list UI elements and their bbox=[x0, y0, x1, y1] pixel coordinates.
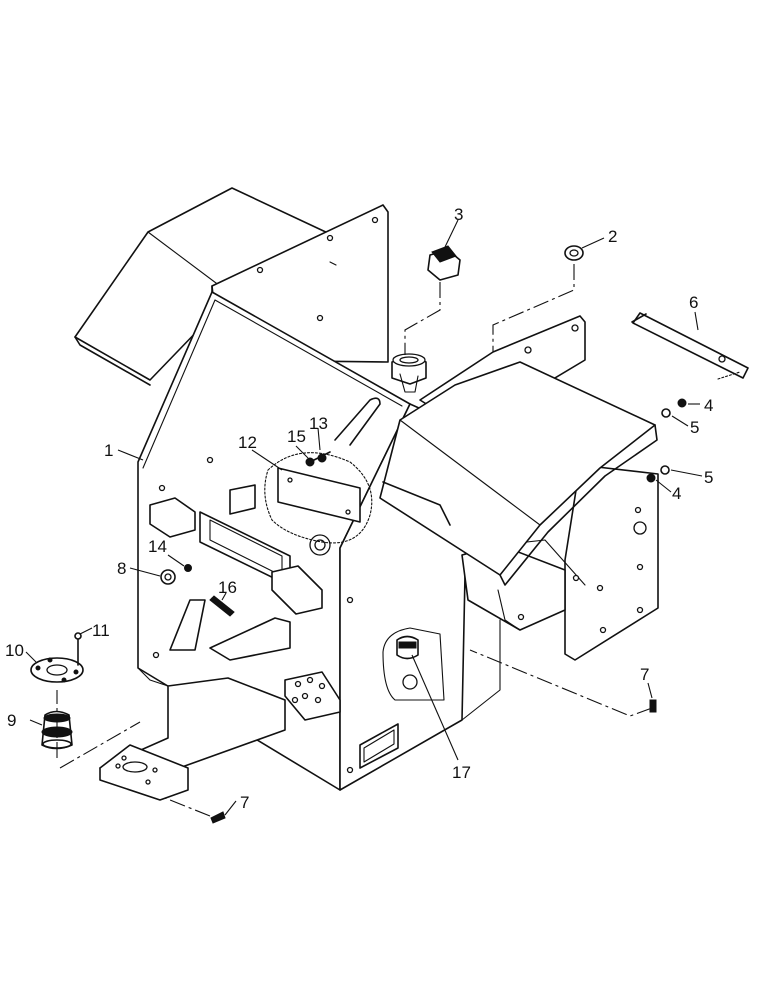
callout-4b: 4 bbox=[672, 484, 681, 503]
grommet-17 bbox=[396, 635, 419, 660]
callout-12: 12 bbox=[238, 433, 257, 452]
washers-4-5 bbox=[646, 398, 687, 483]
nut-2 bbox=[564, 245, 584, 261]
callout-7a: 7 bbox=[640, 665, 649, 684]
leader-lines bbox=[25, 219, 703, 816]
hand-rail bbox=[334, 397, 451, 526]
callout-3: 3 bbox=[454, 205, 463, 224]
callout-5a: 5 bbox=[690, 418, 699, 437]
callout-6: 6 bbox=[689, 293, 698, 312]
callout-4a: 4 bbox=[704, 396, 713, 415]
plug-7 bbox=[210, 699, 657, 824]
callout-10: 10 bbox=[5, 641, 24, 660]
callout-7b: 7 bbox=[240, 793, 249, 812]
tank-neck bbox=[391, 353, 427, 393]
bar-6 bbox=[631, 312, 749, 380]
detail-cutaway bbox=[264, 452, 373, 544]
mount-9-10-11 bbox=[30, 632, 84, 750]
assembly-lines bbox=[56, 264, 653, 817]
callout-15: 15 bbox=[287, 427, 306, 446]
stud-16 bbox=[209, 595, 235, 617]
callout-17: 17 bbox=[452, 763, 471, 782]
callout-16: 16 bbox=[218, 578, 237, 597]
callout-2: 2 bbox=[608, 227, 617, 246]
callout-8: 8 bbox=[117, 559, 126, 578]
bolt-13-15 bbox=[305, 451, 331, 467]
cap-3 bbox=[427, 245, 461, 281]
lower-foot-frame bbox=[99, 599, 341, 801]
callout-9: 9 bbox=[7, 711, 16, 730]
callout-1: 1 bbox=[104, 441, 113, 460]
washer-8-nut-14 bbox=[160, 564, 192, 585]
callout-labels: 1 2 3 4 5 5 4 6 7 7 8 9 10 11 12 13 14 1… bbox=[5, 205, 713, 812]
callout-14: 14 bbox=[148, 537, 167, 556]
callout-11: 11 bbox=[92, 621, 110, 640]
callout-5b: 5 bbox=[704, 468, 713, 487]
callout-13: 13 bbox=[309, 414, 328, 433]
